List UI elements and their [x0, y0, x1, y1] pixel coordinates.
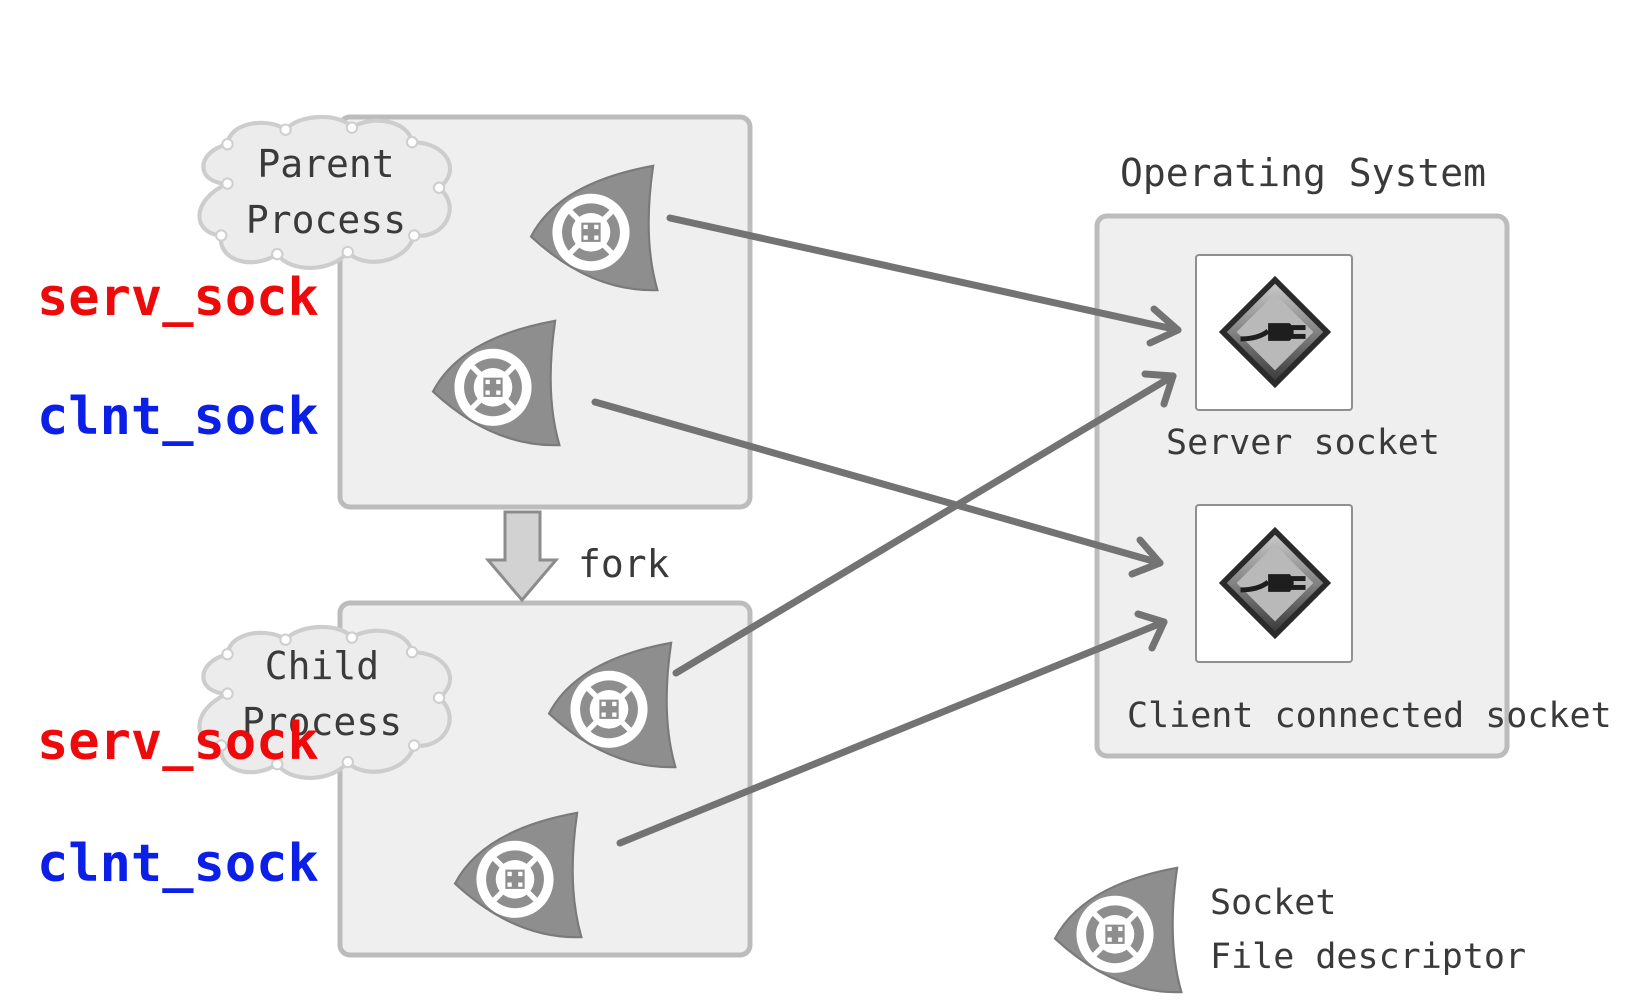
legend-fd-icon	[1055, 868, 1181, 992]
os-title: Operating System	[1120, 151, 1487, 195]
fork-arrow	[484, 510, 560, 603]
legend-line2: File descriptor	[1210, 937, 1527, 977]
arrowhead-parent-serv	[1146, 305, 1182, 347]
child-process-label: Child Process	[222, 645, 422, 743]
arrowhead-parent-clnt	[1128, 536, 1164, 578]
parent-process-label: Parent Process	[226, 143, 426, 241]
parent-process-label-line1: Parent	[257, 142, 395, 186]
arrowhead-child-clnt	[1134, 610, 1168, 652]
fork-label: fork	[578, 542, 670, 586]
arrowhead-child-serv	[1141, 370, 1177, 408]
arrow-child-clnt-to-client-socket	[616, 618, 1168, 847]
server-socket-label: Server socket	[1166, 423, 1440, 463]
legend-label: Socket File descriptor	[1210, 884, 1526, 976]
parent-serv-sock-label: serv_sock	[37, 268, 319, 328]
child-clnt-sock-label: clnt_sock	[37, 834, 319, 894]
client-socket-label: Client connected socket	[1127, 696, 1612, 736]
arrow-child-serv-to-server-socket	[672, 372, 1177, 677]
legend-line1: Socket	[1210, 883, 1337, 923]
child-process-label-line1: Child	[264, 644, 380, 688]
parent-process-label-line2: Process	[245, 198, 407, 242]
child-process-label-line2: Process	[241, 700, 403, 744]
arrow-parent-serv-to-server-socket	[666, 214, 1182, 334]
arrow-parent-clnt-to-client-socket	[591, 398, 1164, 567]
child-serv-sock-label: serv_sock	[37, 712, 319, 772]
parent-clnt-sock-label: clnt_sock	[37, 387, 319, 447]
